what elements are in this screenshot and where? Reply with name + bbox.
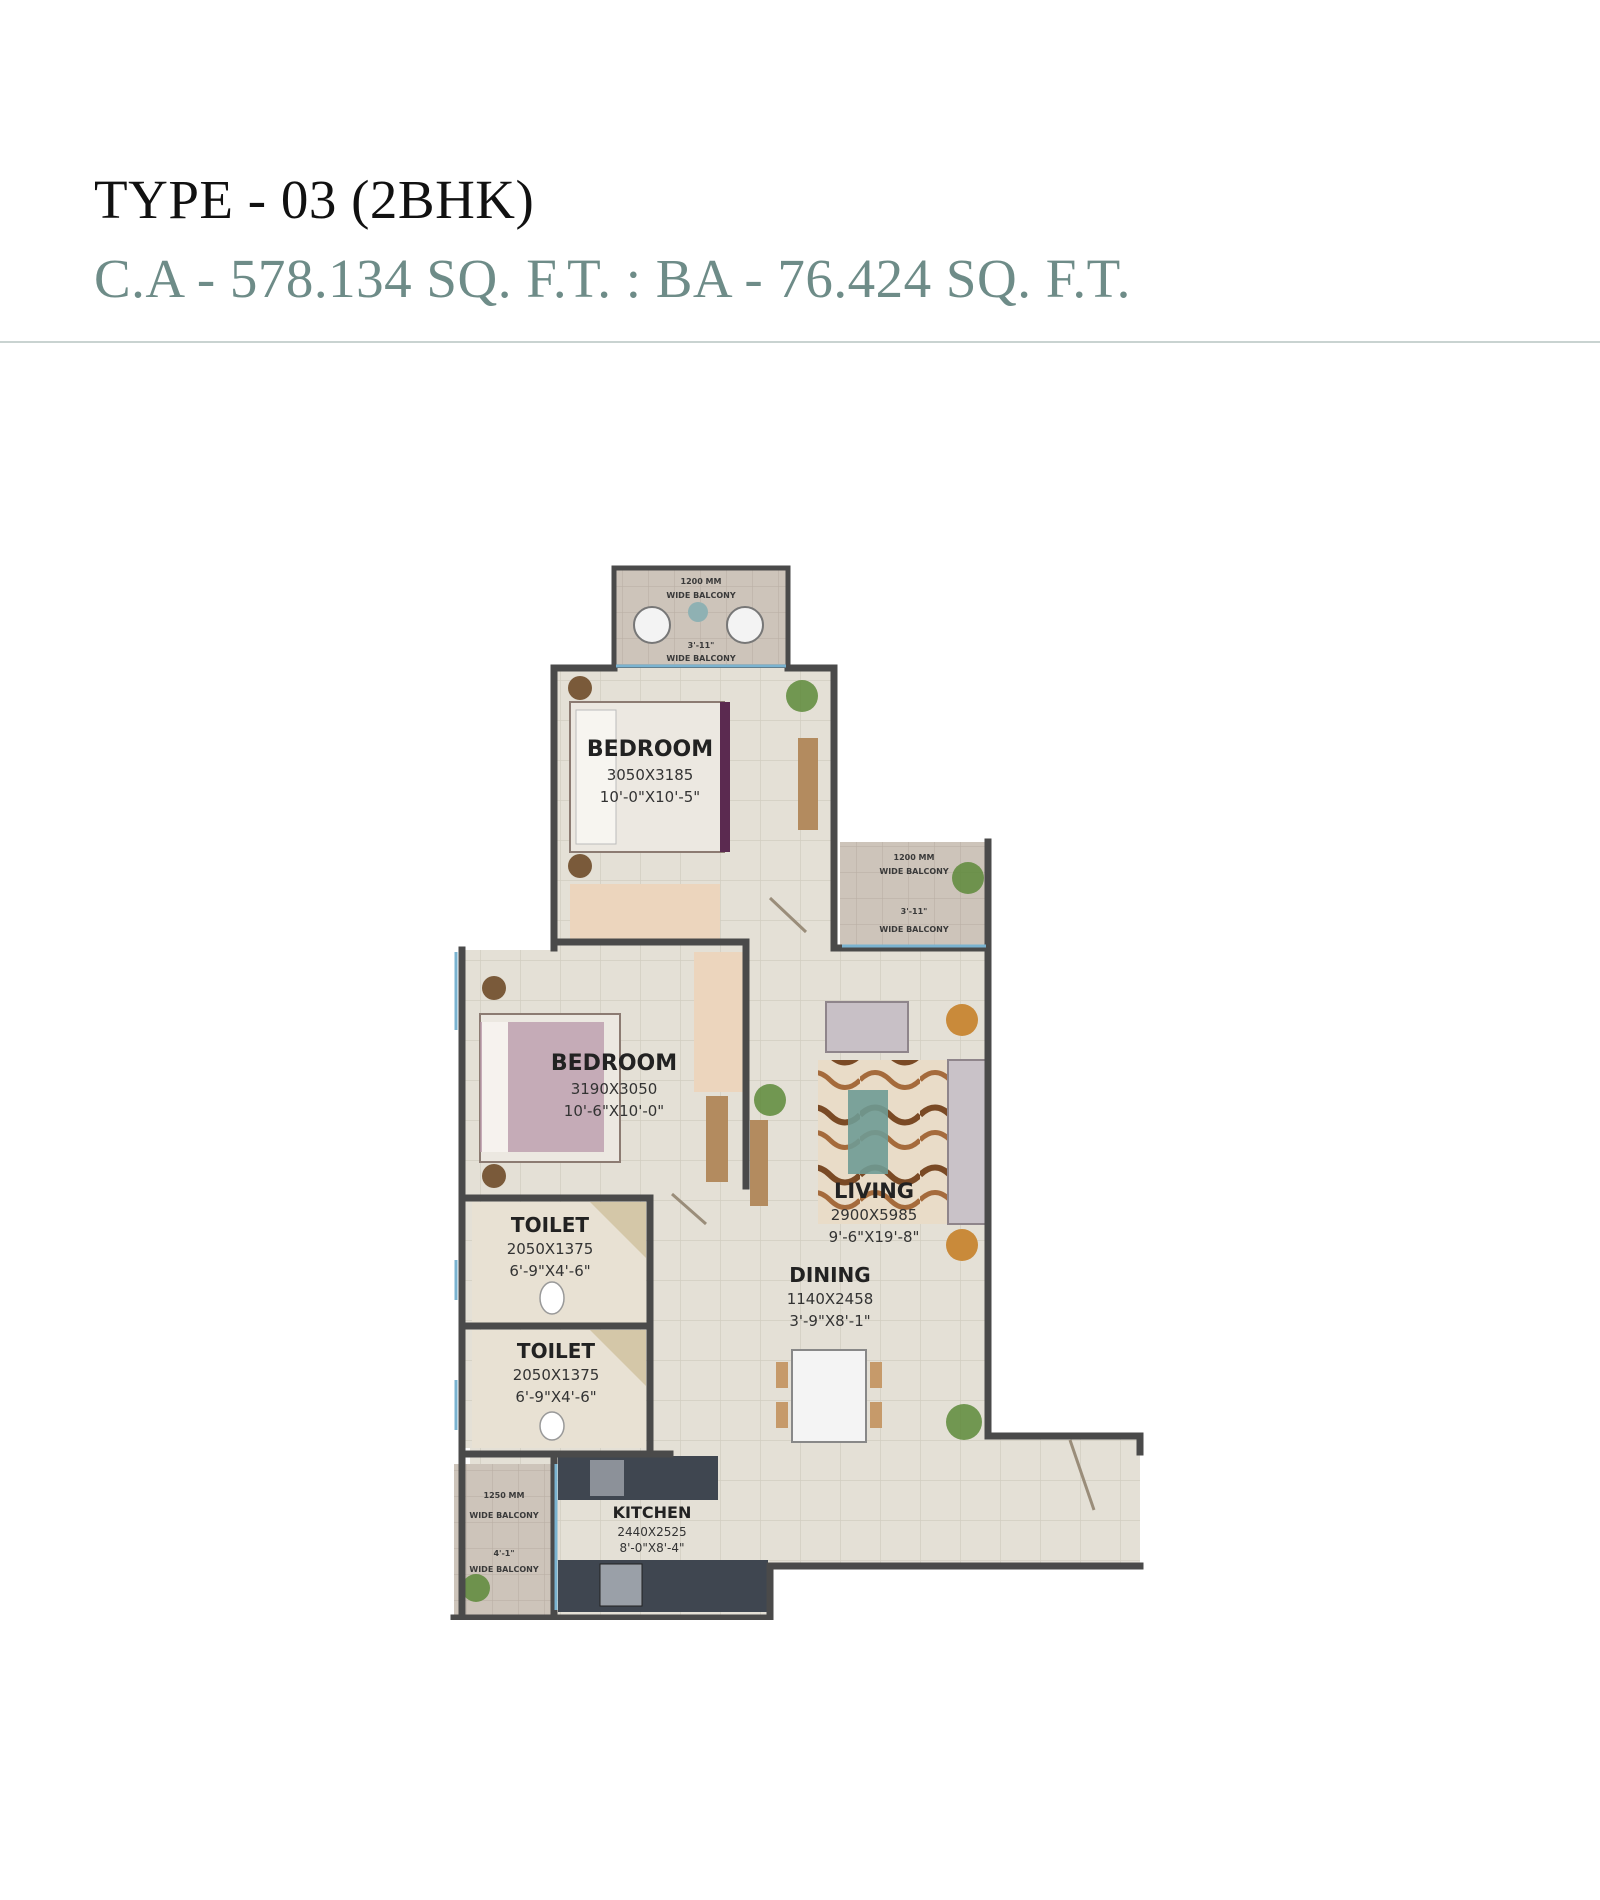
plant-icon <box>568 676 592 700</box>
toilet-1-size-mm: 2050X1375 <box>507 1240 594 1258</box>
dining-size-ft: 3'-9"X8'-1" <box>789 1312 870 1330</box>
toilet-2-size-ft: 6'-9"X4'-6" <box>515 1388 596 1406</box>
kitchen-counter <box>558 1560 768 1612</box>
bedroom-1-name: BEDROOM <box>587 737 713 762</box>
dining-table-icon <box>791 1349 867 1443</box>
chair-icon <box>776 1402 788 1428</box>
chair-icon <box>870 1362 882 1388</box>
pillow-icon <box>575 709 617 845</box>
living-name: LIVING <box>834 1179 914 1203</box>
plant-icon <box>952 862 984 894</box>
kitchen-size-ft: 8'-0"X8'-4" <box>619 1541 684 1555</box>
kitchen-balcony: 1250 MM WIDE BALCONY 4'-1" WIDE BALCONY <box>454 1464 554 1618</box>
plant-icon <box>568 854 592 878</box>
bedroom-1-size-ft: 10'-0"X10'-5" <box>600 788 700 806</box>
balcony-label: 1200 MM <box>894 853 935 862</box>
stove-icon <box>599 1563 643 1607</box>
wardrobe-icon <box>570 884 720 944</box>
balcony-label: WIDE BALCONY <box>879 925 948 934</box>
top-balcony: 1200 MM WIDE BALCONY 3'-11" WIDE BALCONY <box>611 565 791 671</box>
tv-unit-icon <box>750 1120 768 1206</box>
balcony-label: 1200 MM <box>681 577 722 586</box>
pillow-icon <box>482 1022 508 1152</box>
balcony-label: 1250 MM <box>484 1491 525 1500</box>
right-balcony: 1200 MM WIDE BALCONY 3'-11" WIDE BALCONY <box>840 842 988 948</box>
table-icon <box>688 602 708 622</box>
coffee-table-icon <box>848 1090 888 1174</box>
kitchen: KITCHEN 2440X2525 8'-0"X8'-4" <box>558 1456 768 1612</box>
toilet-2: TOILET 2050X1375 6'-9"X4'-6" <box>472 1330 646 1448</box>
dining-size-mm: 1140X2458 <box>787 1290 874 1308</box>
plant-icon <box>786 680 818 712</box>
shower-icon <box>590 1330 646 1386</box>
bedroom-1: BEDROOM 3050X3185 10'-0"X10'-5" <box>568 676 818 944</box>
plant-icon <box>462 1574 490 1602</box>
walls <box>450 664 1144 1620</box>
kitchen-counter <box>558 1456 718 1500</box>
toilet-icon <box>539 1281 565 1315</box>
desk-icon <box>798 738 818 830</box>
dining-name: DINING <box>789 1263 870 1287</box>
toilet-1: TOILET 2050X1375 6'-9"X4'-6" <box>472 1202 646 1326</box>
toilet-1-name: TOILET <box>511 1213 589 1237</box>
shower-icon <box>590 1202 646 1258</box>
balcony-label: 4'-1" <box>493 1549 514 1558</box>
toilet-icon <box>539 1411 565 1441</box>
balcony-label: WIDE BALCONY <box>879 867 948 876</box>
toilet-2-size-mm: 2050X1375 <box>513 1366 600 1384</box>
door-icon <box>1068 1439 1096 1511</box>
windows <box>454 664 986 1610</box>
plant-icon <box>946 1404 982 1440</box>
floor-plan: 1200 MM WIDE BALCONY 3'-11" WIDE BALCONY… <box>440 560 1160 1620</box>
bedroom-2-size-mm: 3190X3050 <box>571 1080 658 1098</box>
header: TYPE - 03 (2BHK) C.A - 578.134 SQ. F.T. … <box>0 0 1600 342</box>
bedroom-2: BEDROOM 3190X3050 10'-6"X10'-0" <box>479 952 746 1226</box>
dining-area: DINING 1140X2458 3'-9"X8'-1" <box>776 1263 1096 1511</box>
living-size-mm: 2900X5985 <box>831 1206 918 1224</box>
bed-headboard <box>720 702 730 852</box>
toilet-2-name: TOILET <box>517 1339 595 1363</box>
chair-icon <box>870 1402 882 1428</box>
side-table-icon <box>946 1229 978 1261</box>
armchair-icon <box>825 1001 909 1053</box>
desk-icon <box>706 1096 728 1182</box>
plant-icon <box>754 1084 786 1116</box>
balcony-label: WIDE BALCONY <box>666 591 735 600</box>
chair-icon <box>776 1362 788 1388</box>
kitchen-size-mm: 2440X2525 <box>617 1525 686 1539</box>
balcony-label: WIDE BALCONY <box>469 1565 538 1574</box>
balcony-label: 3'-11" <box>688 641 715 650</box>
floor-plan-drawing: 1200 MM WIDE BALCONY 3'-11" WIDE BALCONY… <box>450 565 1144 1620</box>
chair-icon <box>633 606 671 644</box>
chair-icon <box>726 606 764 644</box>
bedroom-2-name: BEDROOM <box>551 1051 677 1076</box>
side-table-icon <box>946 1004 978 1036</box>
living-room: LIVING 2900X5985 9'-6"X19'-8" <box>750 1001 991 1261</box>
door-icon <box>671 1192 707 1226</box>
balcony-label: WIDE BALCONY <box>469 1511 538 1520</box>
page-title: TYPE - 03 (2BHK) <box>94 169 535 230</box>
plant-icon <box>482 1164 506 1188</box>
area-subtitle: C.A - 578.134 SQ. F.T. : BA - 76.424 SQ.… <box>94 248 1131 309</box>
living-size-ft: 9'-6"X19'-8" <box>829 1228 920 1246</box>
balcony-label: WIDE BALCONY <box>666 654 735 663</box>
balcony-label: 3'-11" <box>901 907 928 916</box>
bedroom-2-size-ft: 10'-6"X10'-0" <box>564 1102 664 1120</box>
plant-icon <box>482 976 506 1000</box>
wardrobe-icon <box>694 952 746 1092</box>
door-icon <box>768 896 808 934</box>
header-divider <box>0 341 1600 343</box>
kitchen-name: KITCHEN <box>613 1503 692 1522</box>
sofa-icon <box>947 1059 991 1225</box>
sink-icon <box>590 1460 624 1496</box>
bedroom-1-size-mm: 3050X3185 <box>607 766 694 784</box>
toilet-1-size-ft: 6'-9"X4'-6" <box>509 1262 590 1280</box>
